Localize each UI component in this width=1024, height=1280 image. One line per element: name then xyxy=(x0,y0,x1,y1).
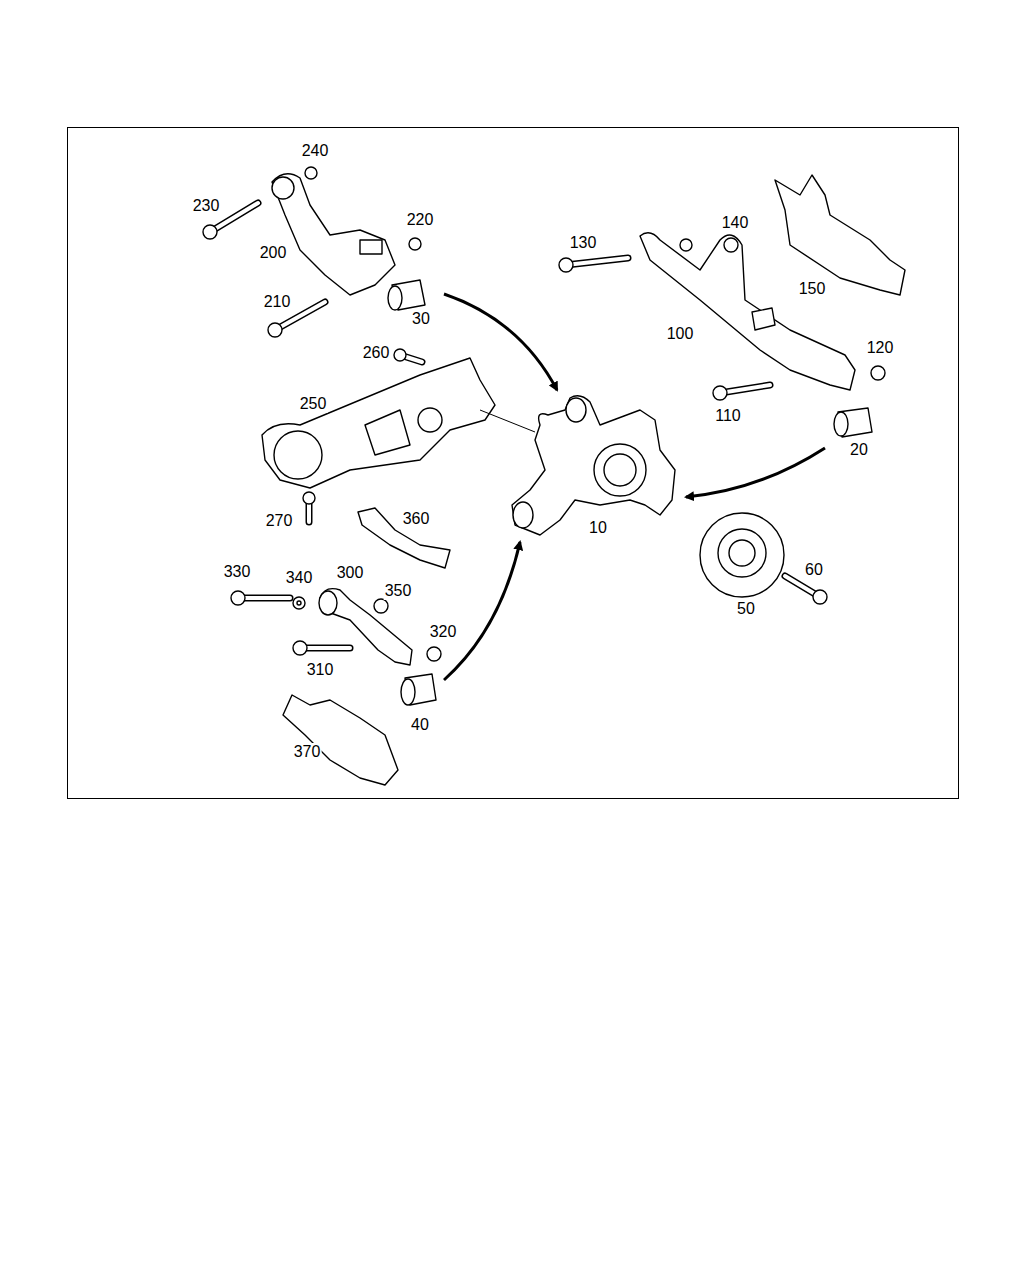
callout-number: 270 xyxy=(265,512,294,530)
callout-number: 330 xyxy=(223,563,252,581)
wheel-carrier xyxy=(512,396,675,535)
callout-number: 250 xyxy=(299,395,328,413)
leader-line xyxy=(480,410,535,432)
wheel-hub xyxy=(700,513,784,597)
bolts xyxy=(203,203,827,655)
callout-number: 120 xyxy=(866,339,895,357)
callout-number: 30 xyxy=(411,310,431,328)
callout-number: 110 xyxy=(714,407,742,425)
frame xyxy=(68,128,959,799)
upper-arm xyxy=(272,174,395,295)
callout-number: 370 xyxy=(293,743,322,761)
callout-number: 300 xyxy=(336,564,365,582)
lower-link xyxy=(320,589,412,665)
callout-number: 130 xyxy=(569,234,598,252)
cover xyxy=(283,695,398,785)
callout-number: 50 xyxy=(736,600,756,618)
callout-number: 40 xyxy=(410,716,430,734)
track-arm xyxy=(262,358,495,488)
callout-number: 360 xyxy=(402,510,431,528)
callout-number: 150 xyxy=(798,280,827,298)
callout-number: 230 xyxy=(192,197,221,215)
callout-number: 320 xyxy=(429,623,458,641)
callout-number: 340 xyxy=(285,569,314,587)
callout-number: 10 xyxy=(588,519,608,537)
assembly-arrows xyxy=(444,294,825,680)
callout-number: 60 xyxy=(804,561,824,579)
callout-number: 100 xyxy=(666,325,695,343)
callout-number: 20 xyxy=(849,441,869,459)
shield xyxy=(775,175,905,295)
bracket xyxy=(358,508,450,568)
callout-number: 210 xyxy=(263,293,292,311)
callout-number: 220 xyxy=(406,211,435,229)
callout-number: 350 xyxy=(384,582,413,600)
callout-number: 200 xyxy=(259,244,288,262)
callout-number: 140 xyxy=(721,214,750,232)
callout-number: 310 xyxy=(306,661,335,679)
callout-number: 260 xyxy=(362,344,391,362)
callout-number: 240 xyxy=(301,142,330,160)
